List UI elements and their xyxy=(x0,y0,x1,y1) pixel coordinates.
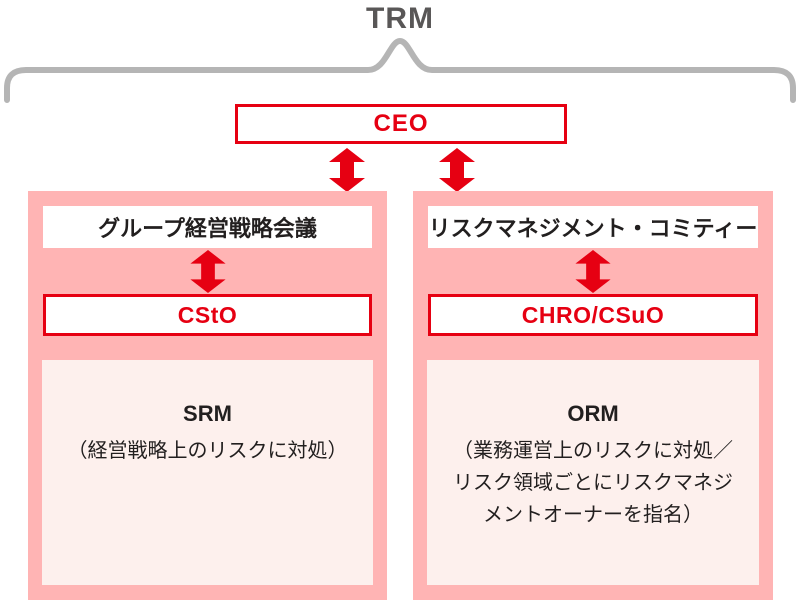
double-arrow-icon xyxy=(437,147,477,193)
double-arrow-icon xyxy=(573,249,613,294)
ceo-label: CEO xyxy=(373,110,429,137)
officer-label: CHRO/CSuO xyxy=(521,301,665,328)
orm-description: （業務運営上のリスクに対処／ リスク領域ごとにリスクマネジ メントオーナーを指名… xyxy=(453,439,733,526)
srm-title: SRM xyxy=(183,401,232,426)
brace-icon xyxy=(0,0,800,115)
panel-header-label: グループ経営戦略会議 xyxy=(98,216,317,241)
double-arrow-icon xyxy=(188,249,228,294)
srm-description: （経営戦略上のリスクに対処） xyxy=(67,439,348,462)
panel-operational-risk: リスクマネジメント・コミティー CHRO/CSuO ORM （業務運営上のリスク… xyxy=(413,191,773,600)
double-arrow-icon xyxy=(327,147,367,193)
risk-management-committee-box: リスクマネジメント・コミティー xyxy=(428,206,758,248)
orm-body-box: ORM （業務運営上のリスクに対処／ リスク領域ごとにリスクマネジ メントオーナ… xyxy=(427,360,759,585)
chro-csuo-box: CHRO/CSuO xyxy=(428,294,758,336)
csto-box: CStO xyxy=(43,294,372,336)
officer-label: CStO xyxy=(177,301,238,328)
diagram-title: TRM xyxy=(366,2,434,35)
orm-title: ORM xyxy=(567,401,619,426)
panel-strategic-risk: グループ経営戦略会議 CStO SRM （経営戦略上のリスクに対処） xyxy=(28,191,387,600)
group-strategy-meeting-box: グループ経営戦略会議 xyxy=(43,206,372,248)
ceo-box: CEO xyxy=(235,104,567,144)
srm-body-box: SRM （経営戦略上のリスクに対処） xyxy=(42,360,373,585)
panel-header-label: リスクマネジメント・コミティー xyxy=(428,216,758,241)
